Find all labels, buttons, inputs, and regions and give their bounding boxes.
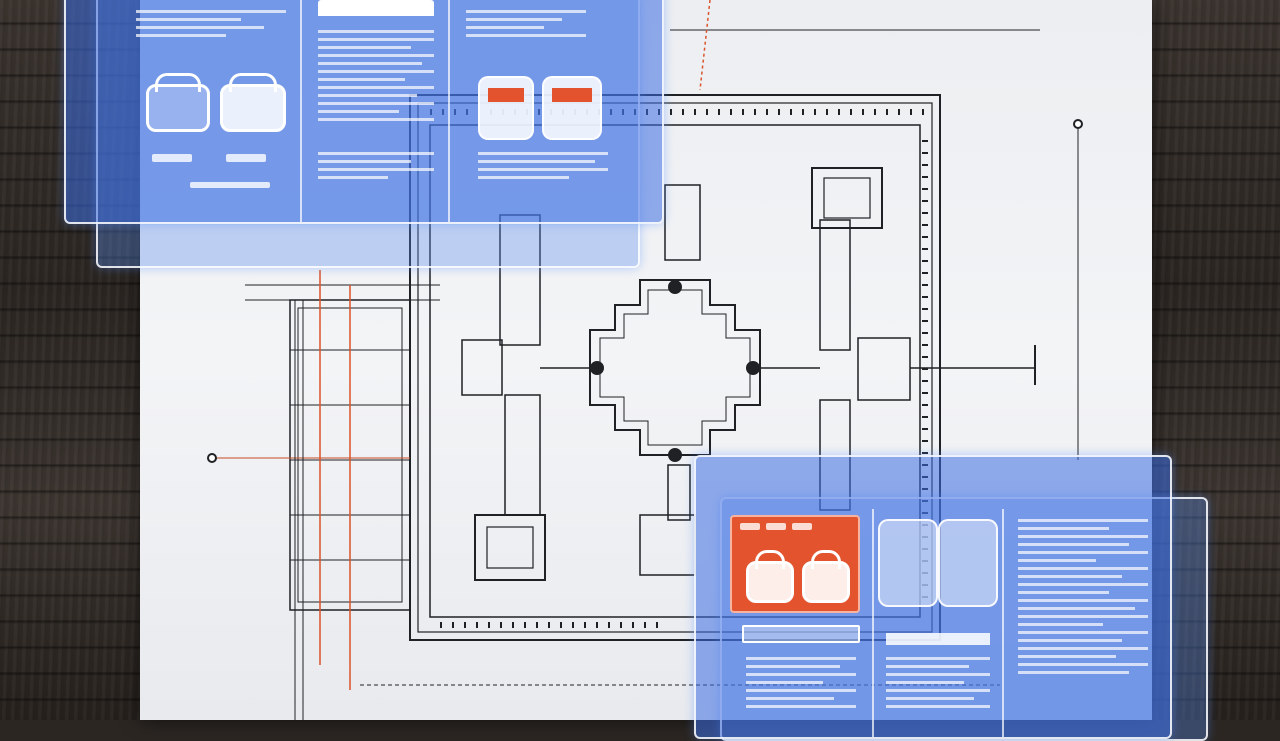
corridor-top: [664, 184, 701, 261]
lock-icon: [146, 73, 210, 132]
text-lines: [136, 10, 286, 42]
room-bottom-center: [639, 514, 696, 576]
device-card[interactable]: [938, 519, 998, 607]
data-rows: [318, 152, 434, 184]
data-rows: [886, 657, 990, 713]
vestibule-right: [857, 337, 911, 401]
lock-icon: [220, 73, 286, 132]
label-bar: [792, 523, 812, 530]
header-tab: [318, 0, 434, 16]
label-bar: [226, 154, 266, 162]
room-bottom-left: [474, 514, 546, 581]
panel-column-divider: [872, 509, 874, 737]
data-rows: [478, 152, 608, 184]
column: [590, 361, 604, 375]
security-card[interactable]: [478, 76, 534, 140]
label-bar: [740, 523, 760, 530]
corridor-bottom: [667, 464, 691, 521]
lock-icon: [746, 550, 794, 603]
inner-wall: [429, 124, 921, 618]
vestibule-left: [461, 339, 503, 396]
label-bar: [766, 523, 786, 530]
central-hall: [589, 279, 761, 456]
room-top-right-inner: [823, 177, 871, 219]
panel-column-divider: [448, 0, 450, 222]
bottom-right-panel: [694, 455, 1172, 739]
data-rows: [318, 30, 434, 126]
corridor-left-lower: [504, 394, 541, 516]
room-top-right: [811, 167, 883, 229]
column: [668, 448, 682, 462]
column: [746, 361, 760, 375]
progress-bar: [742, 625, 860, 643]
lock-icon: [802, 550, 850, 603]
device-card[interactable]: [878, 519, 938, 607]
column: [668, 280, 682, 294]
panel-column-divider: [1002, 509, 1004, 737]
room-bottom-left-inner: [486, 526, 534, 569]
text-lines: [466, 10, 586, 42]
progress-bar: [190, 182, 270, 188]
corridor-right-upper: [819, 219, 851, 351]
label-bar: [152, 154, 192, 162]
status-indicators: [886, 633, 990, 650]
security-card[interactable]: [542, 76, 602, 140]
panel-column-divider: [300, 0, 302, 222]
data-rows: [1018, 519, 1148, 679]
alert-card[interactable]: [730, 515, 860, 613]
data-rows: [746, 657, 856, 713]
top-left-panel: [64, 0, 664, 224]
central-hall-inner: [599, 289, 751, 446]
